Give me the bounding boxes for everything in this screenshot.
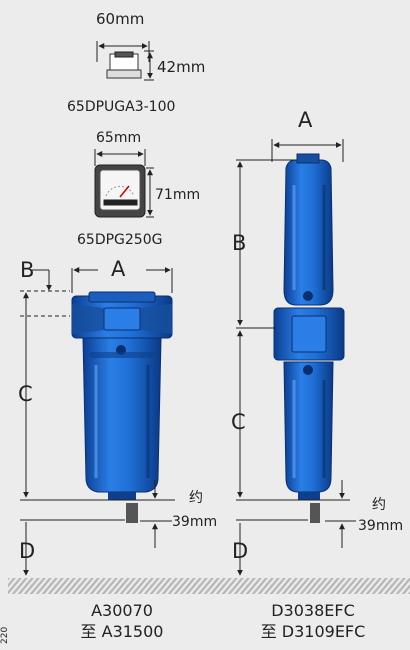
left-drain-note-line2: 39mm (172, 514, 218, 530)
left-drain-note-line1: 约 (189, 490, 203, 506)
top-accessory (96, 41, 154, 81)
left-filter-body (71, 291, 173, 523)
right-dim-a: A (298, 108, 313, 132)
right-dim-c: C (231, 410, 246, 434)
right-dim-d: D (232, 539, 249, 563)
right-model-to: 至 D3109EFC (260, 622, 366, 641)
top-accessory-width-label: 60mm (96, 10, 145, 28)
right-filter-body (273, 153, 345, 523)
gauge-accessory (94, 149, 154, 218)
left-dim-d: D (19, 539, 36, 563)
left-dim-a: A (111, 257, 126, 281)
left-dim-c: C (18, 382, 33, 406)
right-drain-note-line2: 39mm (358, 518, 404, 534)
left-filter-dimensions (20, 267, 175, 576)
left-model-from: A30070 (91, 601, 153, 620)
left-dim-b: B (20, 258, 35, 282)
left-model-caption: A30070 至 A31500 (52, 600, 192, 642)
top-accessory-height-label: 42mm (157, 58, 206, 76)
right-filter-dimensions (236, 139, 356, 576)
left-model-to: 至 A31500 (80, 622, 164, 641)
right-drain-note-line1: 约 (372, 497, 386, 513)
gauge-model-label: 65DPG250G (77, 232, 163, 248)
right-dim-b: B (232, 231, 247, 255)
side-code: 220 (0, 626, 10, 644)
right-model-from: D3038EFC (271, 601, 355, 620)
gauge-height-label: 71mm (155, 187, 201, 203)
floor-hatch (8, 578, 410, 594)
gauge-width-label: 65mm (96, 130, 142, 146)
right-model-caption: D3038EFC 至 D3109EFC (238, 600, 388, 642)
top-accessory-model-label: 65DPUGA3-100 (67, 99, 176, 115)
